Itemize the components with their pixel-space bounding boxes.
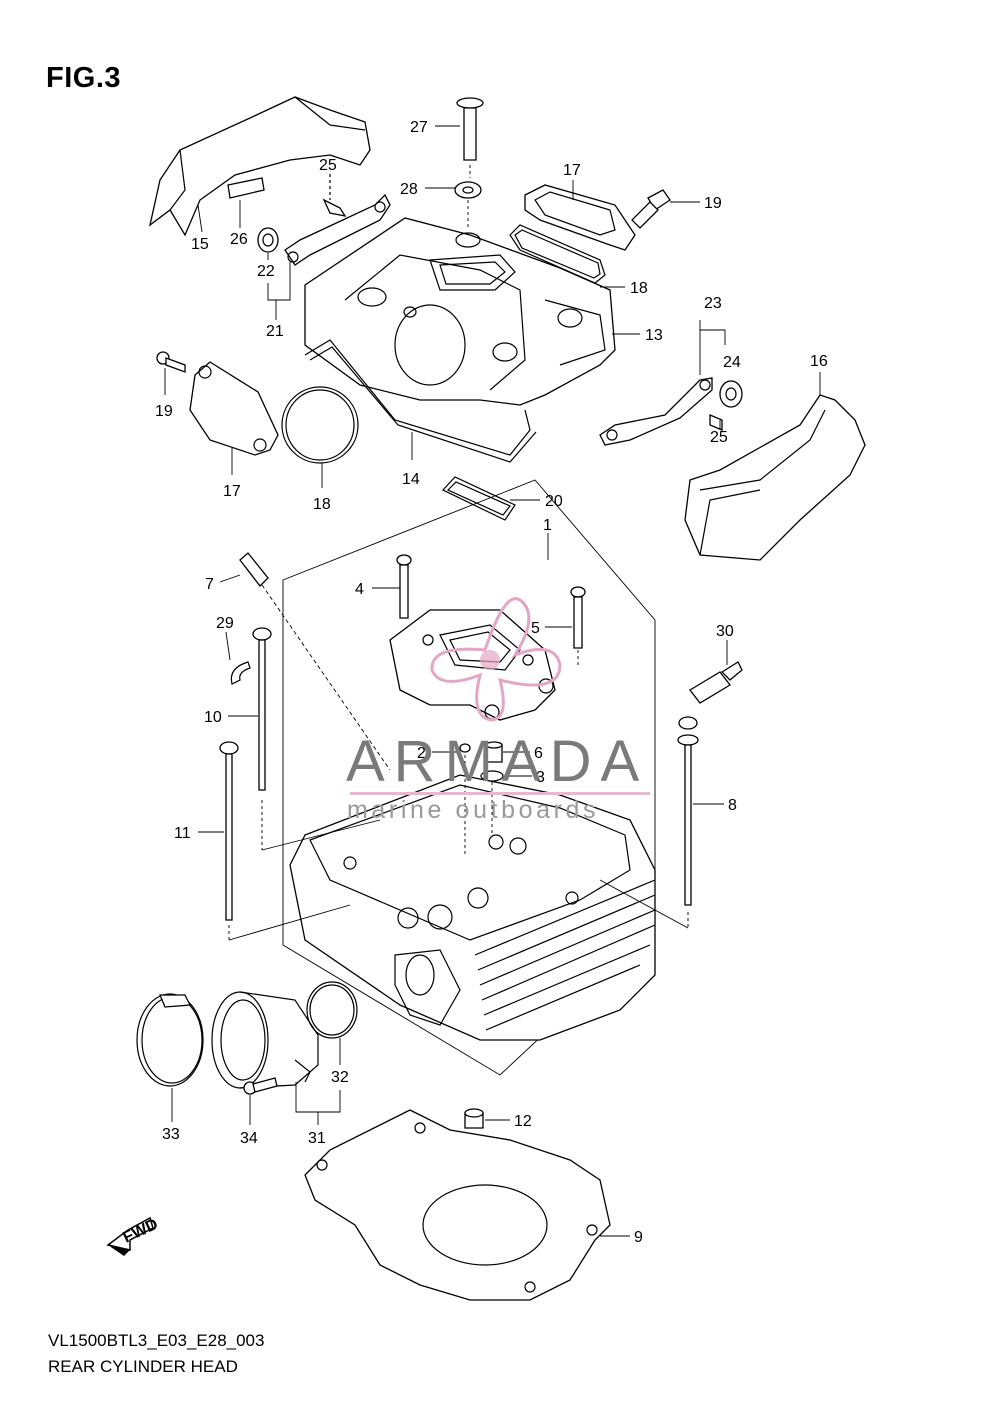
callout-28: 28	[400, 181, 418, 198]
watermark-brand: ARMADA	[346, 729, 649, 794]
part-34-screw	[243, 1077, 278, 1095]
part-22-grommet	[257, 227, 279, 253]
part-27-bolt	[456, 97, 484, 178]
part-17-cap-upper	[524, 184, 636, 251]
part-28-washer	[454, 181, 482, 230]
part-6-seal	[485, 741, 503, 763]
callout-5: 5	[531, 620, 540, 637]
callout-11: 11	[174, 825, 191, 842]
callout-2: 2	[417, 745, 426, 762]
callout-31: 31	[308, 1130, 326, 1147]
part-18-gasket-upper	[509, 224, 606, 284]
callout-18-lower: 18	[313, 496, 331, 513]
part-12-dowel	[464, 1108, 484, 1129]
figure-label: FIG.3	[46, 62, 122, 94]
callouts: 27 28 17 19 25 26 15 22 21 18 13 23	[155, 119, 828, 1246]
callout-4: 4	[355, 581, 364, 598]
part-11-bolt	[219, 741, 351, 941]
part-8-bolt	[599, 716, 699, 929]
callout-17-lower: 17	[223, 483, 241, 500]
part-9-head-gasket	[304, 1109, 611, 1301]
callout-32: 32	[331, 1069, 349, 1086]
part-13-cylinder-head-cover	[304, 217, 616, 406]
part-25-bolt-right	[709, 414, 723, 431]
fwd-label: FWD	[121, 1216, 161, 1247]
callout-12: 12	[514, 1113, 532, 1130]
callout-6: 6	[534, 745, 543, 762]
diagram-title: REAR CYLINDER HEAD	[48, 1357, 238, 1376]
callout-20: 20	[545, 493, 563, 510]
diagram-code: VL1500BTL3_E03_E28_003	[48, 1331, 265, 1350]
part-2-dowel	[459, 743, 471, 855]
watermark-emblem-icon	[430, 597, 562, 722]
part-25-bolt	[322, 174, 347, 217]
part-30-spark-plug	[689, 661, 743, 704]
part-24-grommet-right	[719, 380, 743, 408]
callout-8: 8	[728, 797, 737, 814]
part-20-gasket	[442, 476, 516, 521]
part-3-oring	[480, 770, 504, 835]
part-10-bolt	[252, 627, 381, 851]
callout-33: 33	[162, 1126, 180, 1143]
part-7-stud	[239, 552, 391, 771]
callout-15: 15	[191, 236, 209, 253]
part-15-head-cover	[148, 96, 371, 237]
callout-14: 14	[402, 471, 420, 488]
callout-1: 1	[543, 517, 552, 534]
watermark-tagline: marine outboards	[347, 796, 600, 824]
cylinder-head-body	[289, 774, 656, 1041]
part-19-bolt-upper	[631, 189, 671, 229]
callout-21: 21	[266, 323, 284, 340]
callout-13: 13	[645, 327, 663, 344]
callout-16: 16	[810, 353, 828, 370]
callout-3: 3	[536, 769, 545, 786]
part-5-bolt	[570, 586, 586, 665]
part-23-bracket-right	[599, 377, 713, 446]
callout-10: 10	[204, 709, 222, 726]
callout-30: 30	[716, 623, 734, 640]
callout-29: 29	[216, 615, 234, 632]
part-19-bolt-lower	[156, 351, 186, 373]
callout-22: 22	[257, 263, 275, 280]
callout-26: 26	[230, 231, 248, 248]
fwd-arrow-icon: FWD	[106, 1216, 161, 1256]
callout-19-upper: 19	[704, 195, 722, 212]
part-4-bolt	[396, 554, 412, 619]
callout-25-right: 25	[710, 429, 728, 446]
part-32-oring	[306, 981, 358, 1039]
callout-9: 9	[634, 1229, 643, 1246]
part-33-clamp	[136, 993, 204, 1087]
part-29-clip	[230, 661, 251, 685]
callout-27: 27	[410, 119, 428, 136]
callout-25-upper: 25	[319, 157, 337, 174]
rocker-holder	[389, 609, 556, 721]
callout-17-upper: 17	[563, 162, 581, 179]
part-16-head-cover-right	[684, 394, 866, 561]
watermark-divider	[350, 792, 650, 795]
callout-7: 7	[205, 576, 214, 593]
part-31-intake-pipe	[211, 991, 319, 1089]
part-17-cap-lower	[189, 361, 279, 456]
callout-19-lower: 19	[155, 403, 173, 420]
callout-23: 23	[704, 295, 722, 312]
part-18-oring-lower	[281, 386, 359, 464]
part-26-block	[227, 177, 265, 199]
callout-34: 34	[240, 1130, 258, 1147]
callout-18-upper: 18	[630, 280, 648, 297]
callout-24: 24	[723, 354, 741, 371]
part-14-cover-gasket	[304, 339, 537, 463]
part-21-bracket	[284, 193, 391, 266]
